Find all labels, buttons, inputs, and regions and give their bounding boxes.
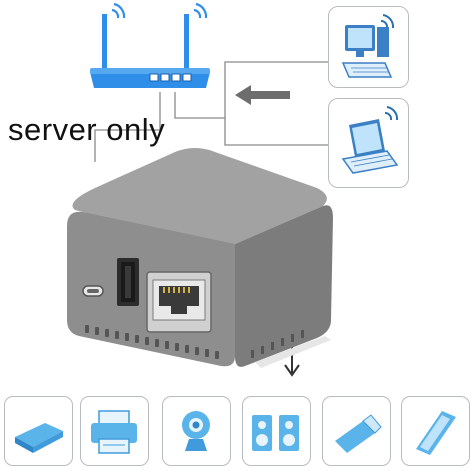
usb-drive-icon [335, 414, 382, 453]
caption-text: server only [8, 112, 166, 147]
printer-tile [80, 396, 149, 466]
print-server-device [67, 148, 333, 368]
left-arrow-icon [235, 85, 290, 105]
scanner-icon [15, 423, 63, 453]
scanner-tile [4, 396, 73, 466]
speakers-icon [252, 415, 299, 451]
laptop-panel [328, 98, 409, 188]
speakers-tile [242, 396, 311, 466]
laptop-icon [341, 106, 399, 174]
usb-drive-tile [322, 396, 391, 466]
router-icon [90, 2, 210, 88]
desktop-computer-panel [328, 6, 409, 88]
webcam-icon [182, 411, 210, 451]
webcam-tile [162, 396, 231, 466]
desktop-computer-icon [341, 14, 395, 78]
external-hdd-icon [416, 411, 456, 455]
printer-icon [91, 410, 137, 454]
external-hdd-tile [401, 396, 470, 466]
